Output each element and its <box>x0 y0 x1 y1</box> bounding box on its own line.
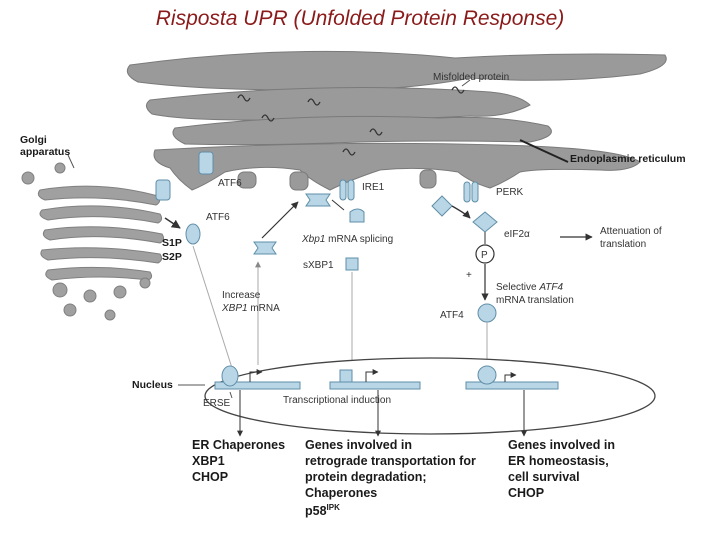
transcriptional-label: Transcriptional induction <box>283 395 391 406</box>
ire1-receptor-left <box>339 179 347 201</box>
misfolded-pointer-line <box>461 79 471 87</box>
nucleus <box>204 357 656 435</box>
slide-title: Risposta UPR (Unfolded Protein Response) <box>155 7 565 30</box>
xbp1-to-ire1-arrow <box>261 201 299 239</box>
selective-text: Selective <box>496 282 539 293</box>
outcome-3-line2: ER homeostasis, <box>508 454 609 468</box>
misfolded-protein-icons <box>237 86 465 156</box>
xbp1-italic: Xbp1 <box>301 234 325 245</box>
spliced-xbp1-shape <box>349 208 365 223</box>
golgi-apparatus <box>21 162 165 321</box>
golgi-label-line1: Golgi <box>20 134 47 146</box>
outcome-3-line3: cell survival <box>508 470 580 484</box>
outcome-2-line2: retrograde transportation for <box>305 454 476 468</box>
attenuation-label-line2: translation <box>600 239 646 250</box>
perk-diamond <box>431 195 453 217</box>
er-pointer-line <box>519 139 569 163</box>
plus-sign: + <box>466 270 472 281</box>
s1p-s2p-arrow <box>164 217 181 229</box>
eif2a-diamond <box>472 211 498 233</box>
phosphate-label: P <box>481 250 488 261</box>
outcome-1-line2: XBP1 <box>192 454 225 468</box>
erse-pointer-line <box>229 391 233 399</box>
outcome-2-line4: Chaperones <box>305 486 377 500</box>
golgi-pointer-line <box>67 154 75 169</box>
ipk-superscript: IPK <box>327 503 341 512</box>
outcome-2-line5: p58IPK <box>305 503 340 518</box>
golgi-label-line2: apparatus <box>20 146 70 158</box>
phosphate-circle <box>475 244 495 264</box>
outcome-col-2: Genes involved in retrograde transportat… <box>305 438 476 518</box>
outcome-2-line1: Genes involved in <box>305 438 412 452</box>
outcome-col-1: ER Chaperones XBP1 CHOP <box>192 438 285 484</box>
atf6-er-protein <box>198 151 214 175</box>
sxbp1-protein <box>345 257 359 271</box>
increase-label-line1: Increase <box>222 290 261 301</box>
splicing-arrow <box>331 199 345 211</box>
perk-to-eif2a-arrow <box>451 205 471 219</box>
s2p-label: S2P <box>162 251 182 263</box>
atf6-golgi-protein <box>155 179 171 201</box>
er-label: Endoplasmic reticulum <box>570 153 686 165</box>
selective-label-line1: Selective ATF4 <box>496 282 564 293</box>
xbp1-splicing-label: Xbp1 mRNA splicing <box>301 234 393 245</box>
p58-text: p58 <box>305 504 327 518</box>
outcome-2-line3: protein degradation; <box>305 470 427 484</box>
perk-receptor-right <box>471 181 479 203</box>
perk-label: PERK <box>496 187 524 198</box>
outcome-1-line1: ER Chaperones <box>192 438 285 452</box>
outcome-3-line1: Genes involved in <box>508 438 615 452</box>
mrna-text: mRNA <box>248 303 281 314</box>
outcome-3-line4: CHOP <box>508 486 544 500</box>
nucleus-label: Nucleus <box>132 379 173 391</box>
atf6-cleaved-protein <box>185 223 201 245</box>
promoter-atf6 <box>214 365 301 390</box>
promoter-atf4 <box>465 365 559 390</box>
promoter-xbp1 <box>329 369 421 390</box>
atf6-label-mid: ATF6 <box>206 212 230 223</box>
perk-receptor-left <box>463 181 471 203</box>
ire1-label: IRE1 <box>362 182 385 193</box>
xbp1-mrna-shape <box>305 193 331 207</box>
ire1-receptor-right <box>347 179 355 201</box>
xbp1-caps-italic: XBP1 <box>221 303 248 314</box>
atf6-label-top: ATF6 <box>218 178 242 189</box>
increased-xbp1-mrna <box>253 241 277 255</box>
outcome-col-3: Genes involved in ER homeostasis, cell s… <box>508 438 615 500</box>
outcome-1-line3: CHOP <box>192 470 228 484</box>
sxbp1-label: sXBP1 <box>303 260 334 271</box>
atf4-protein <box>477 303 497 323</box>
attenuation-label-line1: Attenuation of <box>600 226 662 237</box>
atf4-label: ATF4 <box>440 310 464 321</box>
increase-label-line2: XBP1 mRNA <box>221 303 280 314</box>
s1p-label: S1P <box>162 237 182 249</box>
atf6-to-nucleus-line <box>192 245 233 369</box>
xbp1-splicing-text: mRNA splicing <box>325 234 393 245</box>
erse-label: ERSE <box>203 398 231 409</box>
selective-label-line2: mRNA translation <box>496 295 574 306</box>
atf4-italic: ATF4 <box>538 282 563 293</box>
misfolded-label: Misfolded protein <box>433 72 509 83</box>
eif2a-label: eIF2α <box>504 229 530 240</box>
